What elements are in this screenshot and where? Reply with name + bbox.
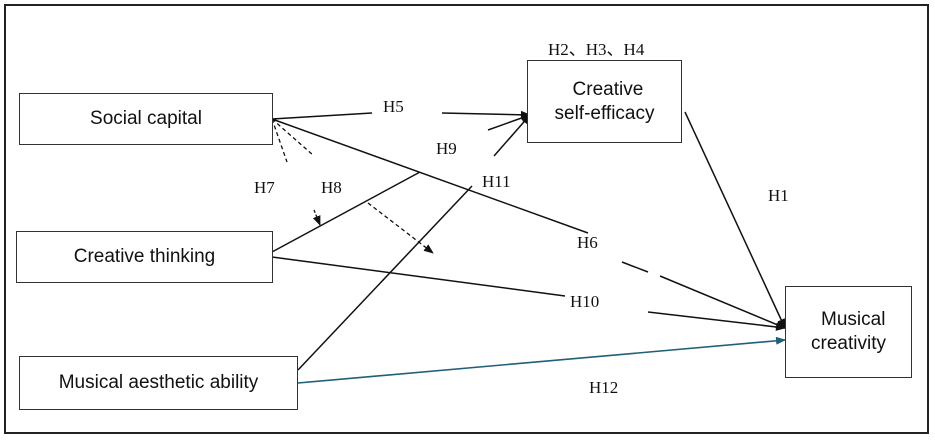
edge-h6-part1 [271, 118, 589, 234]
label-h1: H1 [768, 186, 789, 205]
edge-h11-part2 [493, 114, 531, 157]
edge-h8-arrow [367, 202, 434, 254]
node-creative-self-efficacy-line2: self-efficacy [554, 102, 655, 124]
node-creative-thinking-label: Creative thinking [73, 246, 216, 268]
edge-h6-part3 [659, 275, 786, 329]
node-social-capital: Social capital [19, 93, 273, 145]
label-h2-h3-h4: H2、H3、H4 [548, 40, 645, 59]
node-musical-creativity: Musical creativity [785, 286, 912, 378]
node-musical-creativity-label: Musical creativity [811, 308, 886, 356]
node-social-capital-label: Social capital [90, 108, 202, 130]
label-h5: H5 [383, 97, 404, 116]
edge-h12 [297, 336, 786, 384]
node-musical-aesthetic-ability: Musical aesthetic ability [19, 356, 298, 410]
label-h10: H10 [570, 292, 600, 311]
edge-h7-arrow [312, 209, 321, 226]
label-h6: H6 [577, 233, 598, 252]
edge-h7-dashed [271, 118, 288, 163]
edge-h1 [684, 111, 786, 329]
edge-h10-part2 [647, 311, 786, 331]
node-musical-creativity-line2: creativity [811, 333, 886, 354]
edge-h9-part1 [271, 171, 421, 253]
edge-h5-part1 [271, 112, 373, 120]
label-h7: H7 [254, 178, 275, 197]
node-musical-aesthetic-ability-label: Musical aesthetic ability [58, 372, 259, 394]
label-h8: H8 [321, 178, 342, 197]
label-h11: H11 [482, 172, 511, 191]
label-h12: H12 [589, 378, 619, 397]
node-musical-creativity-line1: Musical [821, 309, 886, 331]
edge-h10-part1 [271, 256, 566, 297]
edge-h6-part2 [621, 261, 649, 273]
node-creative-self-efficacy-line1: Creative [572, 78, 644, 100]
label-h9: H9 [436, 139, 457, 158]
node-creative-thinking: Creative thinking [16, 231, 273, 283]
node-creative-self-efficacy-label: Creative self-efficacy [555, 78, 655, 126]
diagram-frame [4, 4, 929, 434]
edge-h8-dashed-a [271, 118, 314, 156]
node-creative-self-efficacy: Creative self-efficacy [527, 60, 682, 143]
edge-h5-part2 [441, 110, 531, 119]
edge-h11-part1 [297, 185, 473, 371]
